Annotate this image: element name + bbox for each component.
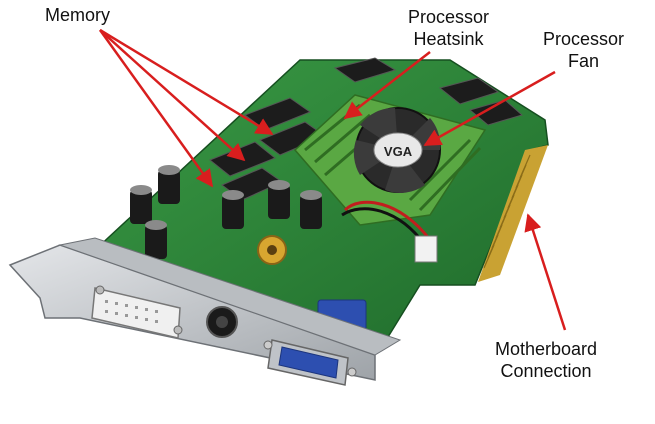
callout-arrows: [98, 28, 567, 331]
fan-arrow: [423, 70, 556, 147]
memory-chip: [333, 57, 397, 83]
memory-chip: [468, 99, 524, 126]
memory-chip: [438, 77, 500, 105]
edge-connector: [478, 145, 548, 282]
capacitor: [222, 190, 244, 229]
memory-label-text: Memory: [45, 5, 111, 25]
processor-fan-label-line2: Fan: [568, 51, 600, 71]
dvi-port: [91, 285, 183, 339]
vga-port: [263, 339, 357, 386]
memory-arrow-3: [98, 29, 214, 188]
processor-heatsink-label-line2: Heatsink: [413, 29, 484, 49]
memory-arrow-1: [99, 28, 274, 136]
motherboard-connection-label: Motherboard Connection: [495, 338, 597, 382]
capacitor: [130, 185, 152, 224]
chip-logo: VGA: [384, 144, 413, 159]
capacitors: [130, 165, 322, 259]
capacitor: [300, 190, 322, 229]
svideo-port: [206, 306, 238, 338]
capacitor: [268, 180, 290, 219]
motherboard-connection-label-line2: Connection: [500, 361, 592, 381]
heatsink-arrow: [343, 51, 431, 120]
memory-arrow-2: [99, 29, 246, 162]
fan-cable: [341, 200, 438, 263]
motherboard-arrow: [524, 213, 567, 331]
capacitor: [145, 220, 167, 259]
processor-heatsink-label-line1: Processor: [408, 7, 490, 27]
memory-label: Memory: [45, 4, 110, 26]
capacitor: [158, 165, 180, 204]
motherboard-connection-label-line1: Motherboard: [495, 339, 598, 359]
processor-fan-label-line1: Processor: [543, 29, 625, 49]
processor-fan-label: Processor Fan: [543, 28, 624, 72]
processor-heatsink-label: Processor Heatsink: [408, 6, 489, 50]
inductor-coil: [257, 235, 287, 265]
